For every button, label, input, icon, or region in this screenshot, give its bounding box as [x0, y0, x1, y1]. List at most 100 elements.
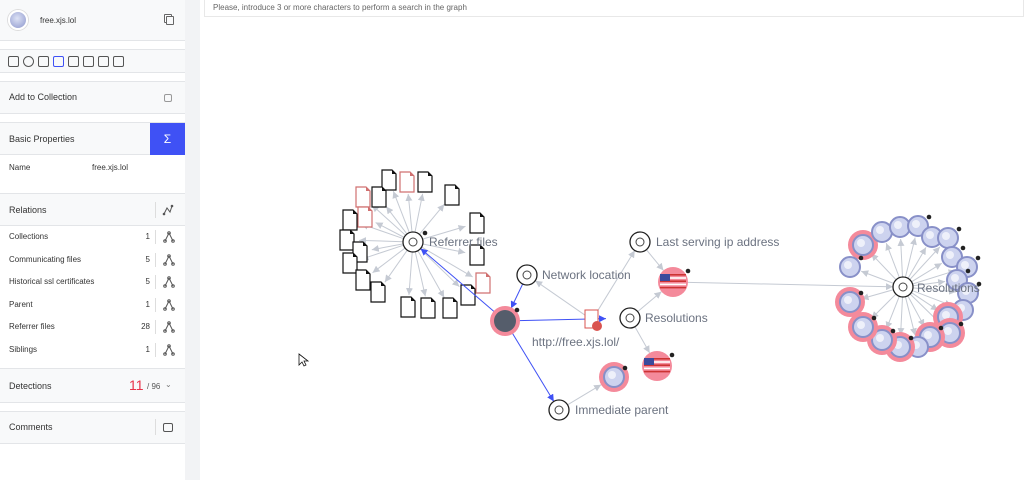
tree-filled-icon[interactable]	[98, 56, 109, 67]
comment-icon[interactable]	[163, 423, 173, 432]
collection-icon	[164, 94, 172, 102]
relation-label: Siblings	[9, 344, 38, 354]
graph-edge	[417, 250, 445, 298]
file-node[interactable]	[399, 171, 415, 193]
us-flag-node[interactable]	[642, 351, 675, 381]
domain-node[interactable]	[937, 226, 962, 249]
graph-edge	[885, 243, 900, 278]
comments-header[interactable]: Comments	[0, 411, 185, 444]
expand-graph-icon[interactable]	[163, 253, 175, 266]
graph-edge	[384, 249, 408, 283]
file-node[interactable]	[460, 284, 476, 306]
graph-edge	[861, 289, 894, 301]
relation-count: 5	[145, 254, 150, 264]
domain-node[interactable]	[921, 226, 943, 248]
immediate-parent-hub[interactable]	[548, 399, 570, 421]
domain-node[interactable]	[889, 216, 911, 238]
graph-edge	[861, 270, 894, 284]
resolutions-hub[interactable]	[619, 307, 641, 329]
graph-edge	[405, 251, 413, 296]
domain-node[interactable]	[848, 230, 878, 260]
delete-icon[interactable]	[113, 56, 124, 67]
mouse-cursor	[298, 353, 310, 367]
domain-node[interactable]	[835, 287, 865, 317]
expand-graph-icon[interactable]	[163, 276, 175, 288]
graph-edge	[405, 193, 413, 233]
resolutions-hub-right[interactable]	[892, 276, 914, 298]
file-node[interactable]	[371, 186, 387, 208]
expand-graph-icon[interactable]	[163, 343, 175, 356]
file-node[interactable]	[355, 269, 371, 291]
copy-icon[interactable]	[166, 16, 174, 25]
relation-label: Collections	[9, 232, 49, 241]
file-node[interactable]	[417, 171, 433, 193]
graph-edge	[595, 250, 636, 314]
expand-icon[interactable]	[23, 56, 34, 67]
graph-edge	[419, 248, 460, 288]
file-node[interactable]	[444, 184, 460, 206]
expand-graph-icon[interactable]	[163, 321, 175, 333]
entity-header: free.xjs.lol	[0, 0, 185, 41]
graph-label-resolutions: Resolutions	[645, 311, 708, 325]
file-node[interactable]	[469, 212, 485, 234]
domain-node[interactable]	[839, 255, 864, 278]
graph-label-referrer: Referrer files	[429, 235, 498, 249]
domain-node[interactable]	[941, 245, 966, 268]
add-to-collection-button[interactable]: Add to Collection	[0, 81, 185, 114]
tree-icon[interactable]	[83, 56, 94, 67]
graph-label-resol_right: Resolutions	[917, 281, 980, 295]
graph-edge	[375, 222, 405, 238]
summary-icon[interactable]	[8, 56, 19, 67]
basic-properties-title: Basic Properties	[9, 134, 75, 144]
graph-edge	[371, 243, 404, 252]
expand-graph-icon[interactable]	[163, 231, 175, 243]
property-label: Name	[9, 163, 31, 172]
graph-edge	[909, 246, 941, 280]
expand-graph-icon[interactable]	[163, 298, 175, 311]
referrer-files-hub[interactable]	[402, 231, 424, 253]
highlight-icon[interactable]	[68, 56, 79, 67]
relation-count: 1	[145, 232, 150, 241]
graph-edge	[372, 247, 406, 274]
file-node[interactable]	[357, 206, 373, 228]
us-flag-node[interactable]	[658, 267, 691, 297]
graph-label-url: http://free.xjs.lol/	[532, 335, 620, 349]
graph-edge	[687, 281, 894, 291]
basic-properties-header: Basic Properties Σ	[0, 122, 185, 155]
domain-node[interactable]	[871, 221, 893, 243]
domain-node[interactable]	[599, 362, 629, 392]
file-node[interactable]	[400, 296, 416, 318]
scroll-gutter	[185, 0, 200, 480]
sigma-button[interactable]: Σ	[150, 123, 185, 155]
detections-header[interactable]: Detections 11 / 96 ⌄	[0, 368, 185, 403]
chevron-down-icon[interactable]: ⌄	[165, 380, 172, 389]
file-node[interactable]	[370, 281, 386, 303]
file-node[interactable]	[469, 244, 485, 266]
domain-node[interactable]	[848, 312, 878, 342]
network-location-hub[interactable]	[516, 264, 538, 286]
file-node[interactable]	[342, 252, 358, 274]
graph-edge	[637, 291, 662, 312]
file-node[interactable]	[420, 297, 436, 319]
property-value: free.xjs.lol	[92, 163, 129, 172]
graph-relations-icon[interactable]	[162, 204, 174, 216]
file-node[interactable]	[355, 186, 371, 208]
file-node[interactable]	[342, 209, 358, 231]
file-node[interactable]	[442, 297, 458, 319]
graph-edge	[897, 238, 905, 278]
graph-edge	[912, 278, 946, 287]
last-serving-ip-hub[interactable]	[629, 231, 651, 253]
focus-icon[interactable]	[38, 56, 49, 67]
graph-edge	[634, 326, 651, 354]
graph-edge	[419, 203, 445, 235]
graph-edge	[534, 280, 586, 316]
relation-row-collections[interactable]: Collections 1	[0, 226, 185, 248]
file-node[interactable]	[475, 272, 491, 294]
group-icon[interactable]	[53, 56, 64, 67]
